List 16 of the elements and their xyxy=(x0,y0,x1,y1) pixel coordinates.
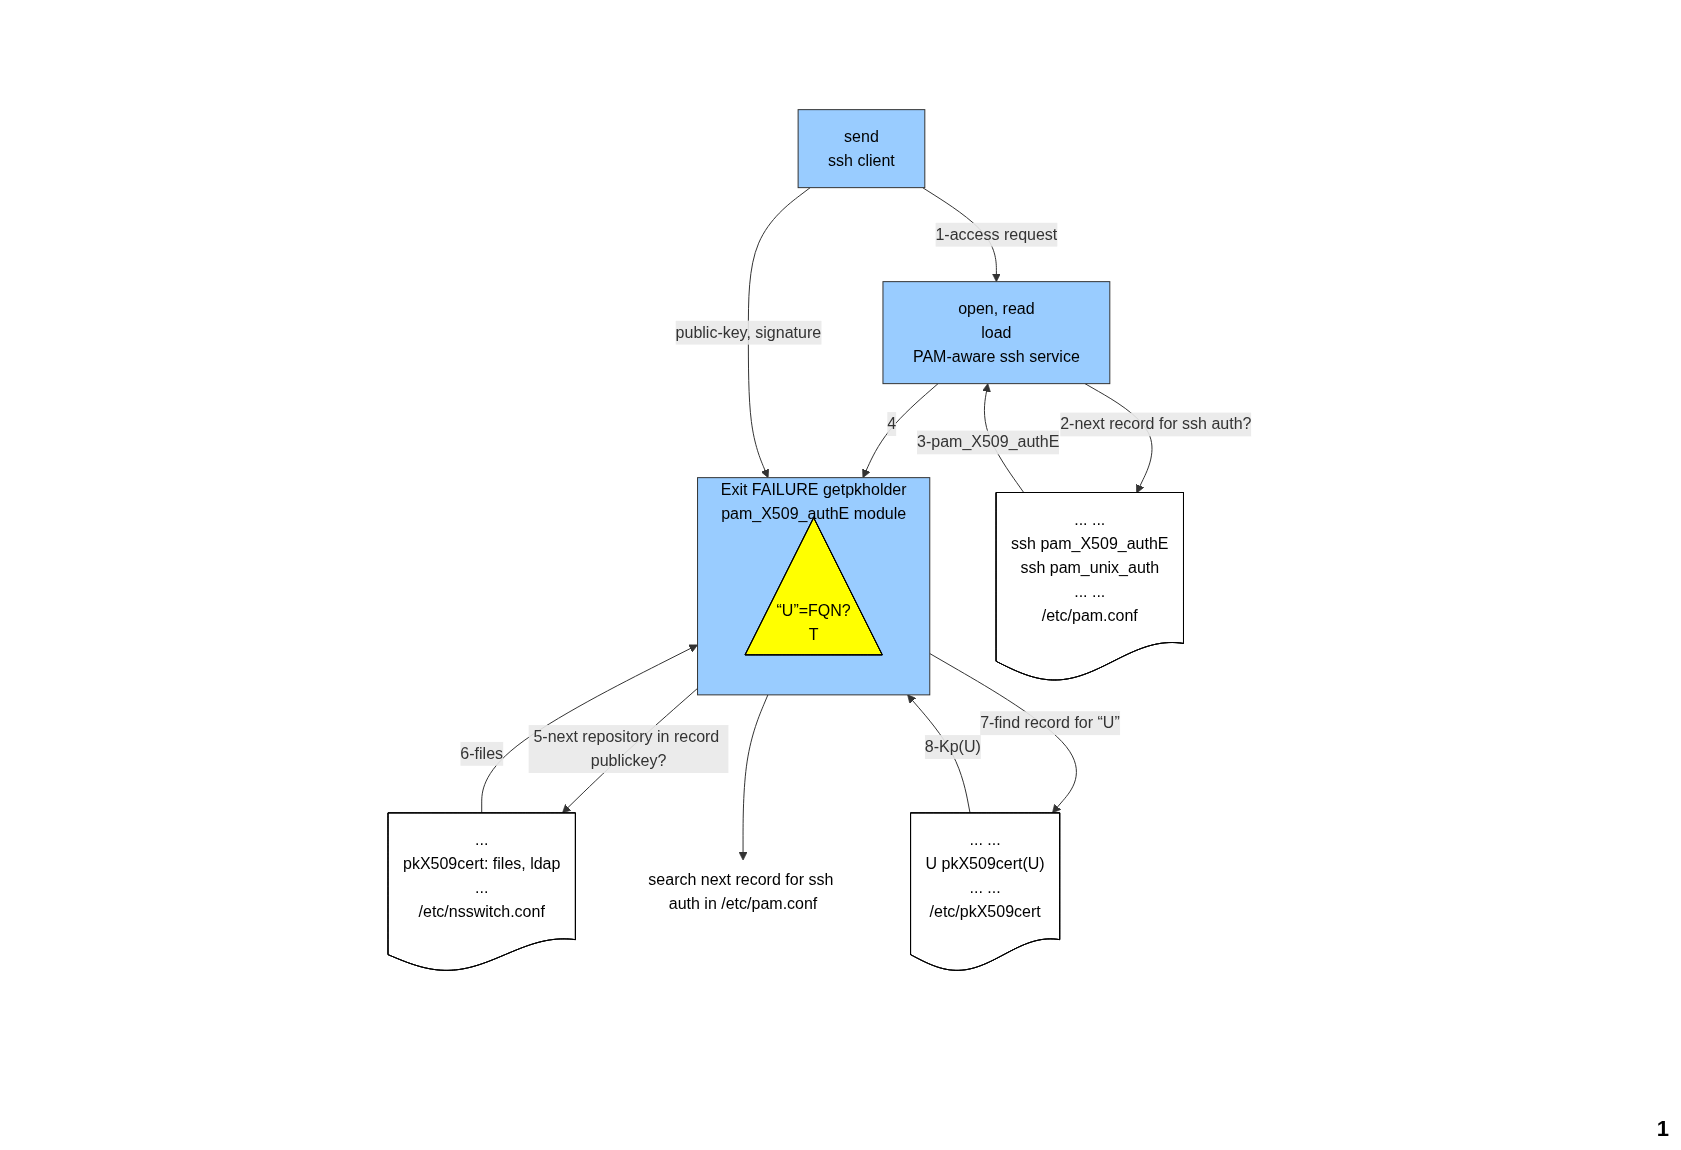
edge-label: 2-next record for ssh auth? xyxy=(1060,415,1252,433)
edge-label: 7-find record for “U” xyxy=(980,714,1121,732)
arrow xyxy=(738,694,769,861)
arrow xyxy=(748,187,811,479)
node-text: search next record for ssh auth in /etc/pam.conf xyxy=(648,870,834,912)
edge-label: public-key, signature xyxy=(675,323,822,341)
arrow xyxy=(862,383,939,479)
edge-label: 1-access request xyxy=(935,225,1058,243)
edge-label: 4 xyxy=(887,415,897,433)
edge-label: 3-pam_X509_authE xyxy=(917,433,1060,451)
edge-label: 5-next repository in record publickey? xyxy=(533,728,720,770)
node-box: open, read load PAM-aware ssh service xyxy=(882,281,1111,385)
edge-label: 8-Kp(U) xyxy=(925,738,982,756)
node-box: send ssh client xyxy=(797,109,926,189)
page-number: 1 xyxy=(1656,1116,1669,1141)
edge-label: 6-files xyxy=(460,744,504,762)
